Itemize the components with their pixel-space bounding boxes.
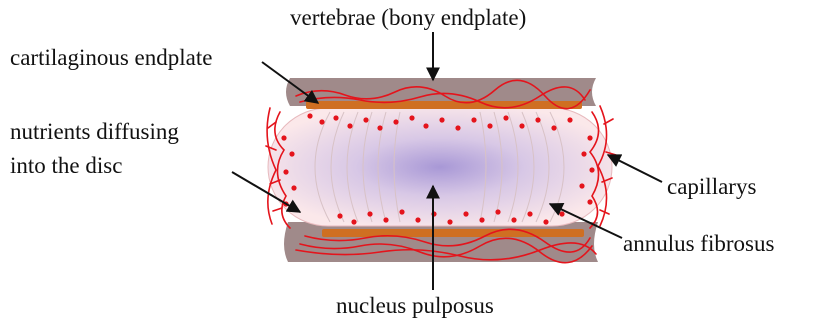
- label-nutrients-line2: into the disc: [10, 152, 122, 180]
- arrow-capillarys: [608, 155, 662, 182]
- lower-cartilaginous-endplate: [322, 229, 584, 237]
- label-cartilaginous-endplate: cartilaginous endplate: [10, 44, 212, 72]
- label-vertebrae: vertebrae (bony endplate): [290, 4, 526, 32]
- label-annulus-fibrosus: annulus fibrosus: [623, 230, 774, 258]
- label-nucleus-pulposus: nucleus pulposus: [336, 292, 494, 320]
- label-capillarys: capillarys: [667, 173, 756, 201]
- label-nutrients-line1: nutrients diffusing: [10, 118, 179, 146]
- upper-cartilaginous-endplate: [306, 101, 582, 109]
